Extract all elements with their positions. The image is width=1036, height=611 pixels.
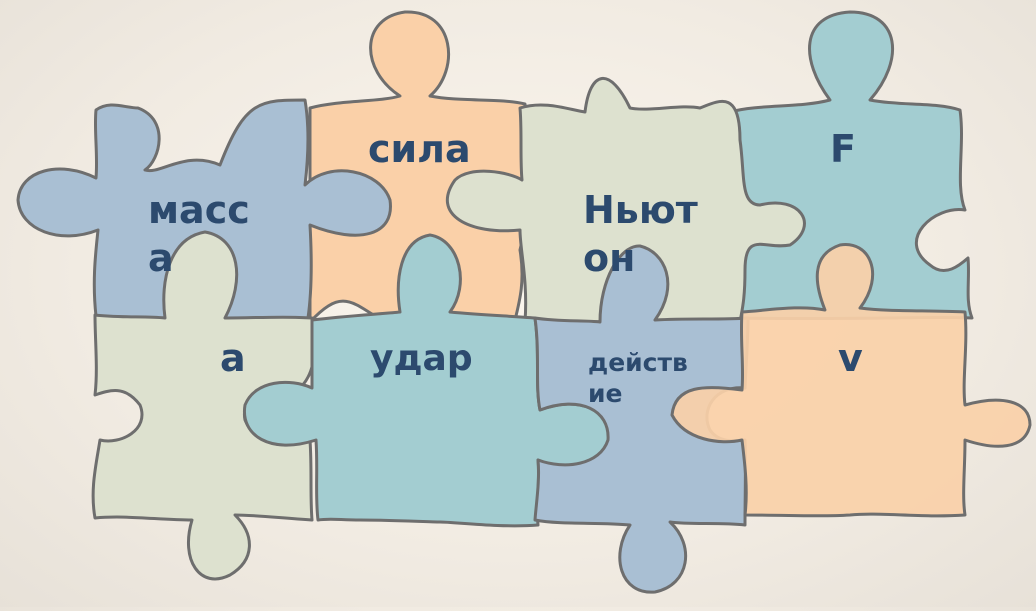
label-udar: удар	[370, 338, 473, 379]
label-nyuton-line2: он	[583, 236, 636, 280]
puzzle-piece-velocity	[670, 243, 1032, 518]
puzzle-piece-nyuton	[446, 76, 806, 325]
label-nyuton: Ньют он	[583, 186, 698, 282]
label-deystvie: действ ие	[588, 347, 688, 409]
label-deystvie-line1: действ	[588, 348, 688, 377]
puzzle-piece-massa	[16, 98, 392, 323]
label-massa-line2: а	[148, 236, 174, 280]
label-velocity: v	[838, 336, 863, 380]
label-massa-line1: масс	[148, 188, 250, 232]
puzzle-piece-deystvie	[533, 244, 750, 594]
label-nyuton-line1: Ньют	[583, 188, 698, 232]
puzzle-piece-accel	[91, 230, 316, 581]
label-accel: a	[220, 336, 246, 380]
label-force: F	[830, 127, 856, 171]
label-massa: масс а	[148, 186, 250, 282]
label-deystvie-line2: ие	[588, 379, 623, 408]
label-sila: сила	[368, 127, 471, 171]
